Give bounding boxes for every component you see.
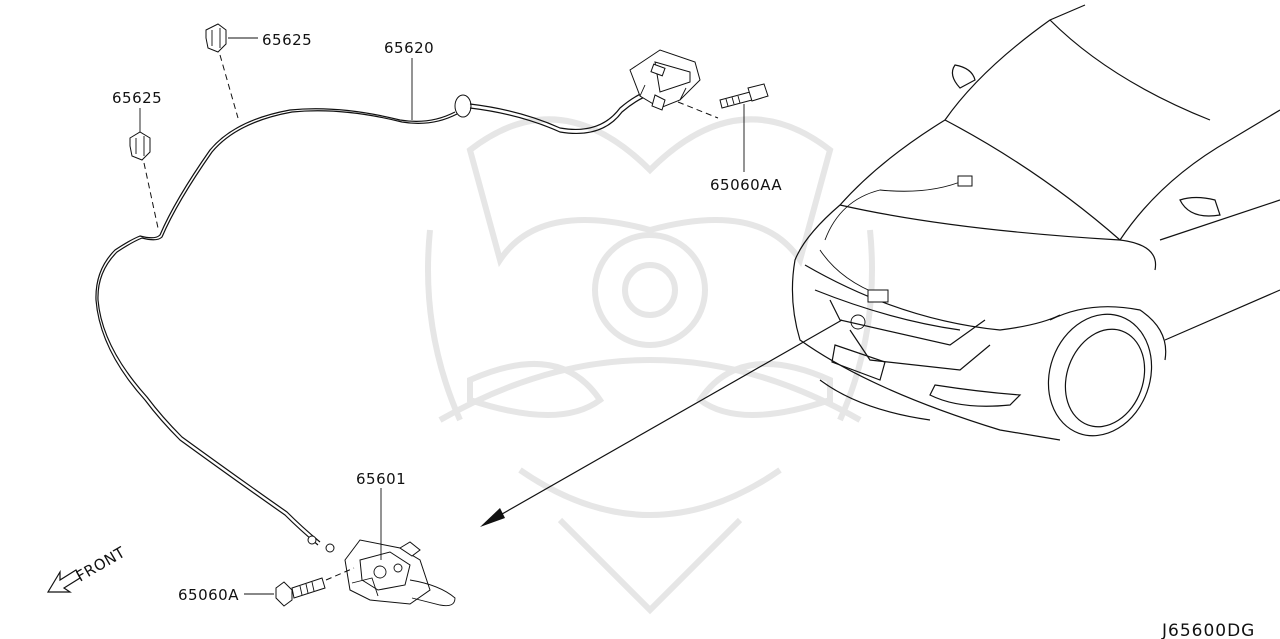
cable-label-group: 65620: [384, 39, 434, 120]
car-outline: [791, 4, 1280, 441]
hood-release-cable: [95, 89, 653, 553]
bolt-top-label: 65060AA: [710, 176, 782, 194]
cable-label: 65620: [384, 39, 434, 57]
clip-left-label: 65625: [112, 89, 162, 107]
front-label: FRONT: [73, 543, 129, 586]
clip-65625-top: 65625: [205, 23, 312, 119]
watermark-emblem: [425, 116, 875, 615]
clip-top-label: 65625: [262, 31, 312, 49]
diagram-code: J65600DG: [1161, 621, 1255, 639]
lock-label: 65601: [356, 470, 406, 488]
clip-65625-left: 65625: [112, 89, 162, 229]
release-handle: [629, 49, 701, 111]
bolt-65060aa: 65060AA: [677, 83, 782, 194]
bolt-bottom-label: 65060A: [178, 586, 239, 604]
front-indicator: FRONT: [46, 543, 129, 593]
bolt-65060a: 65060A: [178, 567, 355, 607]
callout-arrow: [480, 319, 843, 527]
hood-lock: 65601: [344, 470, 456, 607]
